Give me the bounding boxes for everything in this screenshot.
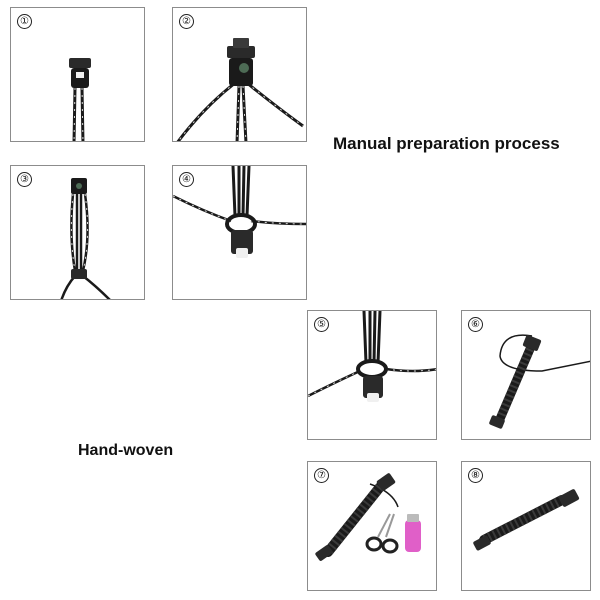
heading-hand-woven: Hand-woven	[78, 442, 174, 459]
step-8-photo: ⑧	[461, 461, 591, 591]
woven-bracelet-icon	[495, 344, 535, 424]
buckle-icon	[231, 230, 253, 254]
step-4-illustration	[173, 166, 306, 258]
step-6-illustration	[489, 334, 590, 429]
step-badge-8: ⑧	[468, 468, 483, 483]
buckle-icon	[522, 335, 542, 351]
step-7-photo: ⑦	[307, 461, 437, 591]
heading-manual-preparation: Manual preparation process	[333, 134, 560, 153]
buckle-icon	[69, 58, 91, 68]
step-badge-5: ⑤	[314, 317, 329, 332]
step-badge-1: ①	[17, 14, 32, 29]
step-5-illustration	[308, 311, 436, 402]
step-badge-4: ④	[179, 172, 194, 187]
step-3-photo: ③	[10, 165, 145, 300]
step-badge-3: ③	[17, 172, 32, 187]
step-6-photo: ⑥	[461, 310, 591, 440]
step-4-photo: ④	[172, 165, 307, 300]
step-badge-6: ⑥	[468, 317, 483, 332]
step-1-illustration	[69, 58, 91, 141]
knot-icon	[356, 359, 388, 379]
buckle-icon	[227, 46, 255, 58]
buckle-icon	[558, 489, 580, 507]
lighter-icon	[405, 514, 421, 552]
step-2-photo: ②	[172, 7, 307, 142]
step-badge-7: ⑦	[314, 468, 329, 483]
step-8-illustration	[473, 489, 580, 551]
step-2-illustration	[176, 38, 304, 141]
woven-bracelet-icon	[479, 495, 567, 545]
scissors-icon	[365, 513, 399, 554]
buckle-icon	[376, 473, 396, 491]
buckle-icon	[363, 376, 383, 398]
compass-icon	[239, 63, 249, 73]
step-badge-2: ②	[179, 14, 194, 29]
step-7-illustration	[315, 473, 421, 561]
step-3-illustration	[60, 178, 111, 299]
step-1-photo: ①	[10, 7, 145, 142]
step-5-photo: ⑤	[307, 310, 437, 440]
